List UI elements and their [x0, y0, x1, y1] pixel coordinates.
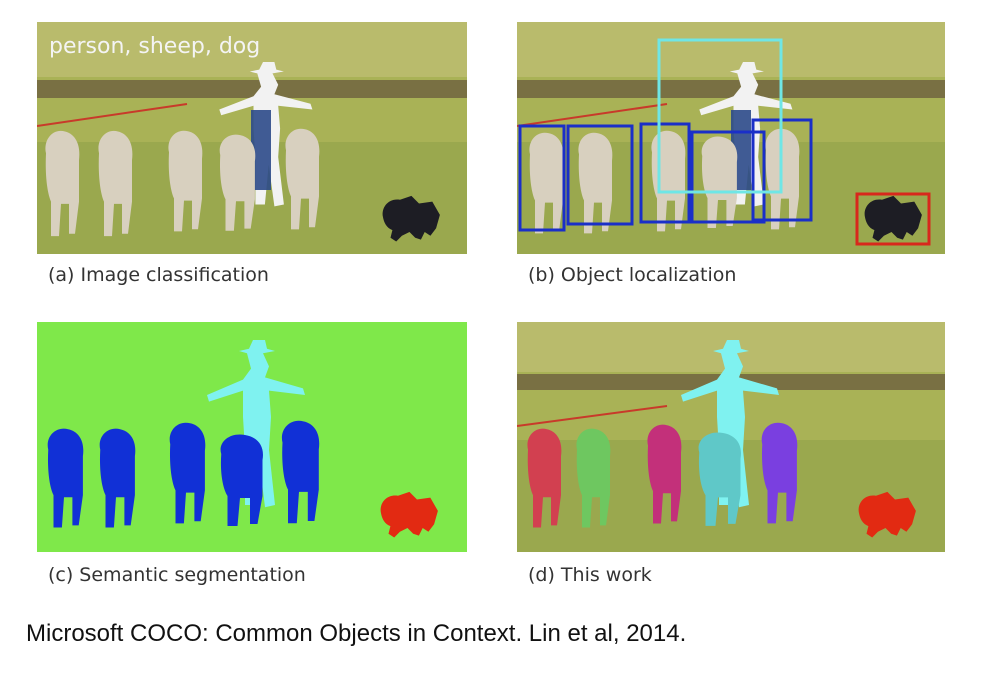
sheep-box: [639, 122, 691, 224]
caption-a: (a) Image classification: [48, 264, 269, 286]
instance-masks: [517, 322, 945, 552]
panel-c-image: [37, 322, 467, 552]
classification-labels: person, sheep, dog: [49, 34, 261, 59]
caption-b: (b) Object localization: [528, 264, 737, 286]
sheep-box: [566, 124, 634, 226]
citation-text: Microsoft COCO: Common Objects in Contex…: [26, 620, 687, 647]
sheep-box: [690, 130, 766, 224]
semantic-mask: [37, 322, 467, 552]
caption-c: (c) Semantic segmentation: [48, 564, 306, 586]
panel-b-image: [517, 22, 945, 254]
dog-box: [855, 192, 931, 246]
photo-scene-boxes: [517, 22, 945, 254]
person-box: [657, 38, 783, 194]
panel-a-image: person, sheep, dog: [37, 22, 467, 254]
panel-d-image: [517, 322, 945, 552]
caption-d: (d) This work: [528, 564, 652, 586]
photo-scene: [37, 22, 467, 254]
bounding-boxes: [518, 38, 931, 246]
sheep-box: [518, 124, 566, 232]
